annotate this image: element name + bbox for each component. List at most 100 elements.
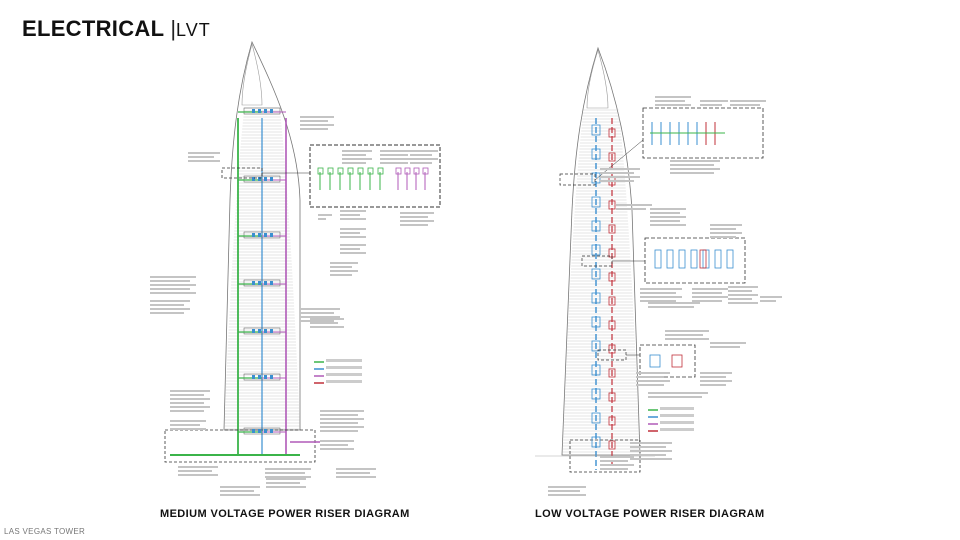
mv-annotation-text (170, 410, 204, 412)
mv-annotation-text (380, 150, 414, 152)
mv-annotation-text (266, 478, 306, 480)
mv-detail-breaker (357, 167, 364, 175)
mv-annotation-text (400, 216, 428, 218)
mv-transformer (264, 375, 267, 379)
mv-annotation-text (336, 472, 370, 474)
mv-annotation-text (150, 304, 184, 306)
mv-annotation-text (265, 468, 311, 470)
mv-annotation-text (266, 486, 306, 488)
mv-annotation-text (170, 428, 206, 430)
mv-annotation-text (300, 124, 334, 126)
mv-switchgear (243, 107, 281, 115)
mv-annotation-text (340, 244, 366, 246)
mv-annotation-text (400, 220, 434, 222)
mv-detail-breaker (377, 167, 384, 175)
title-subtitle: LVT (176, 20, 211, 40)
mv-annotation-text (340, 218, 366, 220)
mv-annotation-text (265, 476, 311, 478)
mv-annotation-text (170, 394, 204, 396)
mv-transformer (252, 177, 255, 181)
mv-annotation-text (266, 482, 300, 484)
mv-transformer (264, 329, 267, 333)
mv-annotation-text (342, 154, 366, 156)
mv-annotation-text (340, 252, 366, 254)
mv-annotation-text (150, 292, 196, 294)
mv-annotation-text (342, 158, 372, 160)
mv-annotation-text (410, 150, 438, 152)
mv-transformer (270, 429, 273, 433)
mv-annotation-text (220, 486, 260, 488)
mv-annotation-text (320, 440, 354, 442)
mv-transformer (258, 375, 261, 379)
mv-transformer (270, 329, 273, 333)
mv-annotation-text (300, 320, 334, 322)
title-separator: | (170, 16, 177, 41)
mv-annotation-text (150, 312, 184, 314)
mv-transformer (258, 109, 261, 113)
mv-annotation-text (310, 318, 344, 320)
mv-annotation-text (310, 326, 344, 328)
mv-transformer (258, 177, 261, 181)
mv-annotation-text (170, 420, 206, 422)
mv-annotation-text (320, 430, 358, 432)
mv-annotation-text (318, 218, 326, 220)
mv-detail-breaker (337, 167, 344, 175)
mv-detail-em-breaker (395, 167, 402, 175)
mv-annotation-text (330, 266, 352, 268)
mv-annotation-text (330, 274, 352, 276)
mv-annotation-text (340, 228, 366, 230)
mv-annotation-text (340, 248, 360, 250)
mv-annotation-text (410, 154, 432, 156)
mv-annotation-text (320, 444, 348, 446)
mv-annotation-text (340, 210, 366, 212)
mv-annotation-text (342, 162, 366, 164)
mv-annotation-text (178, 474, 218, 476)
mv-transformer (264, 109, 267, 113)
mv-annotation-text (188, 160, 220, 162)
mv-annotation-text (150, 308, 190, 310)
footer-project-name: LAS VEGAS TOWER (4, 527, 86, 536)
mv-annotation-text (220, 494, 260, 496)
mv-annotation-text (320, 414, 358, 416)
mv-switchgear (243, 231, 281, 239)
mv-annotation-text (318, 214, 332, 216)
mv-annotation-text (170, 402, 204, 404)
mv-detail-em-breaker (422, 167, 429, 175)
mv-annotation-text (300, 312, 334, 314)
mv-transformer (258, 281, 261, 285)
mv-annotation-text (150, 276, 196, 278)
mv-transformer (258, 329, 261, 333)
mv-annotation-text (320, 410, 364, 412)
caption-medium-voltage: MEDIUM VOLTAGE POWER RISER DIAGRAM (160, 508, 410, 520)
mv-annotation-text (170, 424, 200, 426)
mv-annotation-text (320, 448, 354, 450)
mv-transformer (270, 375, 273, 379)
mv-transformer (270, 109, 273, 113)
mv-annotation-text (150, 284, 196, 286)
mv-tower-crown (241, 42, 263, 106)
mv-annotation-text (150, 280, 190, 282)
mv-annotation-text (330, 270, 358, 272)
mv-legend (314, 359, 362, 384)
mv-annotation-text (320, 426, 364, 428)
mv-annotations (150, 116, 438, 496)
mv-switchgear (243, 279, 281, 287)
mv-annotation-text (220, 490, 254, 492)
caption-low-voltage: LOW VOLTAGE POWER RISER DIAGRAM (535, 508, 765, 520)
mv-detail-breaker (317, 167, 324, 175)
mv-annotation-text (320, 422, 358, 424)
mv-detail-equipment (317, 167, 429, 190)
mv-transformer (252, 109, 255, 113)
mv-annotation-text (342, 150, 372, 152)
mv-detail-marker (221, 167, 263, 179)
title-main: ELECTRICAL (22, 16, 165, 41)
mv-transformer (252, 375, 255, 379)
mv-equipment-groups (238, 107, 286, 435)
mv-annotation-text (300, 308, 340, 310)
mv-annotation-text (188, 152, 220, 154)
mv-annotation-text (330, 262, 358, 264)
mv-annotation-text (336, 468, 376, 470)
mv-annotation-text (170, 398, 210, 400)
mv-transformer (252, 281, 255, 285)
